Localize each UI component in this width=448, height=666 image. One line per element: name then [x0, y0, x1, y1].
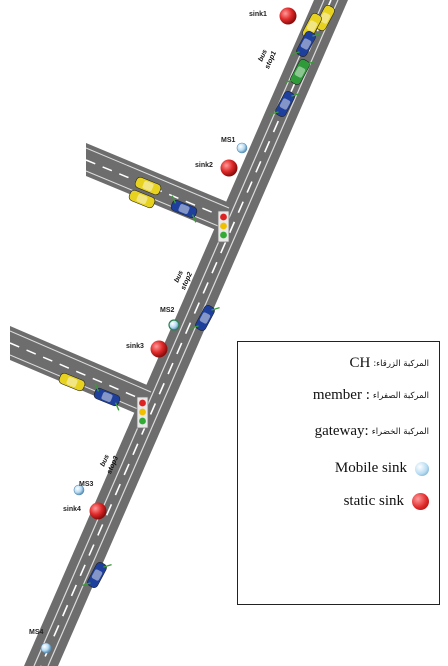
mobile-sink-4: [40, 642, 52, 654]
legend-mobile-sink-label: Mobile sink: [334, 460, 407, 476]
ch-vehicle: [190, 305, 220, 331]
legend-gateway-en: gateway:: [314, 423, 369, 439]
legend-box: CH المركبة الزرقاء: member : المركبة الص…: [237, 341, 440, 605]
traffic-light-upper: [217, 210, 230, 243]
legend-static-sink: static sink: [344, 493, 429, 510]
legend-mobile-sink: Mobile sink: [335, 460, 429, 477]
ms3-label: MS3: [79, 481, 94, 488]
ch-vehicle: [82, 562, 112, 588]
bus-stop-1: bus stop1: [257, 48, 278, 70]
ch-vehicle: [291, 31, 321, 57]
legend-member-ar: المركبة الصفراء: [372, 390, 429, 401]
legend-member: member : المركبة الصفراء: [313, 387, 429, 404]
legend-ch-ar: المركبة الزرقاء:: [373, 358, 429, 369]
sink4-label: sink4: [63, 506, 81, 513]
vehicles: [58, 5, 335, 588]
member-vehicle: [128, 189, 156, 209]
bus-stop-2-bus: bus: [173, 269, 185, 283]
ch-vehicle: [93, 383, 121, 411]
member-vehicle: [315, 5, 335, 31]
mobile-sink-1: [236, 142, 248, 154]
sink3-label: sink3: [126, 343, 144, 350]
legend-gateway-ar: المركبة الخضراء: [371, 426, 429, 437]
static-sink-icon: [412, 493, 429, 510]
static-sink-3: [150, 340, 168, 358]
legend-static-sink-label: static sink: [343, 493, 404, 509]
static-sink-4: [89, 502, 107, 520]
ms2-label: MS2: [160, 307, 175, 314]
legend-member-en: member :: [312, 387, 370, 403]
side-road-lower: [9, 326, 154, 416]
static-sink-1: [279, 7, 297, 25]
member-vehicle: [58, 372, 86, 392]
traffic-light-lower: [136, 396, 149, 429]
legend-ch-en: CH: [349, 355, 371, 371]
mobile-sink-icon: [415, 461, 429, 476]
gateway-vehicle: [285, 59, 315, 85]
static-sink-2: [220, 159, 238, 177]
ch-vehicle: [270, 91, 300, 117]
ch-vehicle: [170, 195, 198, 223]
bus-stop-3-bus: bus: [99, 453, 111, 467]
mobile-sink-2: [168, 319, 180, 331]
sink2-label: sink2: [195, 162, 213, 169]
mobile-sinks: [40, 142, 248, 654]
static-sinks: [89, 7, 297, 520]
bus-stop-1-bus: bus: [257, 48, 269, 62]
legend-ch: CH المركبة الزرقاء:: [349, 355, 429, 372]
member-vehicle: [134, 176, 162, 196]
ms4-label: MS4: [29, 629, 44, 636]
legend-gateway: gateway: المركبة الخضراء: [315, 423, 429, 440]
ms1-label: MS1: [221, 137, 236, 144]
mobile-sink-3: [73, 484, 85, 496]
sink1-label: sink1: [249, 11, 267, 18]
